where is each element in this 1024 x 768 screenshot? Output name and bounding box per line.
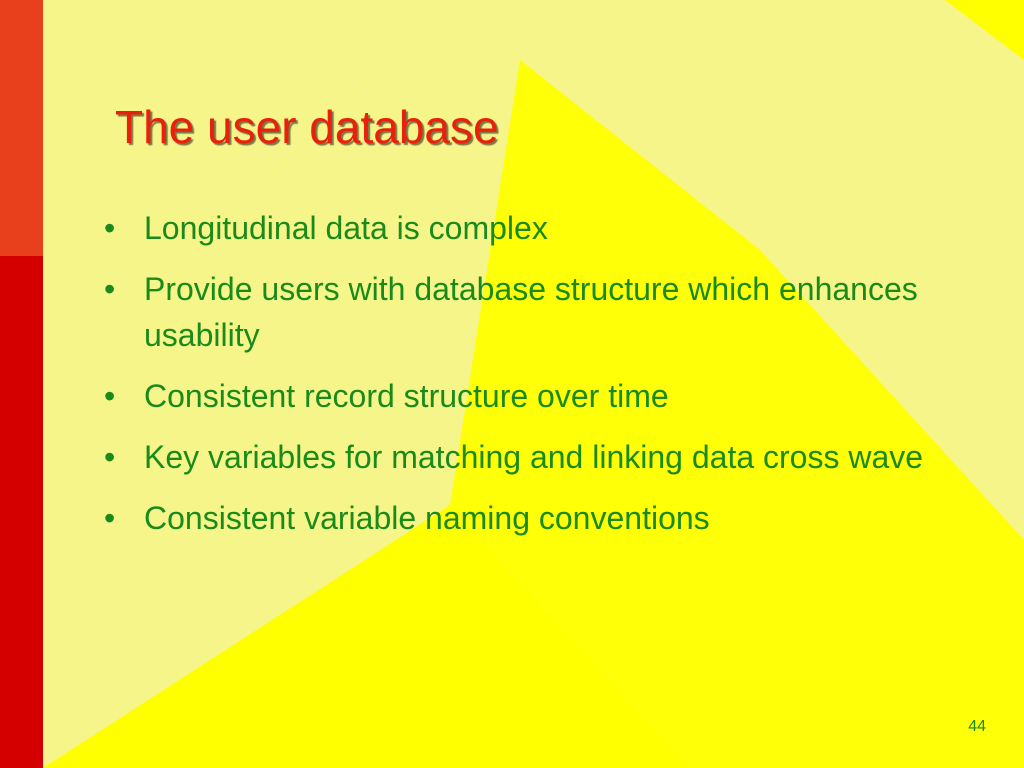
bullet-item: • Provide users with database structure …: [100, 266, 980, 358]
left-accent-bar-bottom: [0, 256, 43, 768]
bullet-text: Key variables for matching and linking d…: [144, 439, 924, 475]
bullet-list: • Longitudinal data is complex • Provide…: [100, 205, 980, 556]
bullet-item: • Consistent record structure over time: [100, 373, 980, 419]
bullet-mark: •: [104, 378, 116, 414]
slide-title: The user database: [115, 101, 499, 153]
bullet-item: • Key variables for matching and linking…: [100, 434, 980, 480]
bullet-text: Consistent variable naming conventions: [144, 500, 710, 536]
bullet-mark: •: [104, 210, 116, 246]
left-accent-bar-top: [0, 0, 43, 256]
bullet-item: • Longitudinal data is complex: [100, 205, 980, 251]
slide-number: 44: [968, 718, 986, 735]
bright-wedge-lower: [450, 60, 1024, 768]
bullet-item: • Consistent variable naming conventions: [100, 495, 980, 541]
bullet-mark: •: [104, 500, 116, 536]
bullet-mark: •: [104, 271, 116, 307]
bullet-text: Consistent record structure over time: [144, 378, 669, 414]
bullet-text: Longitudinal data is complex: [144, 210, 548, 246]
bullet-text: Provide users with database structure wh…: [144, 271, 918, 353]
bullet-mark: •: [104, 439, 116, 475]
